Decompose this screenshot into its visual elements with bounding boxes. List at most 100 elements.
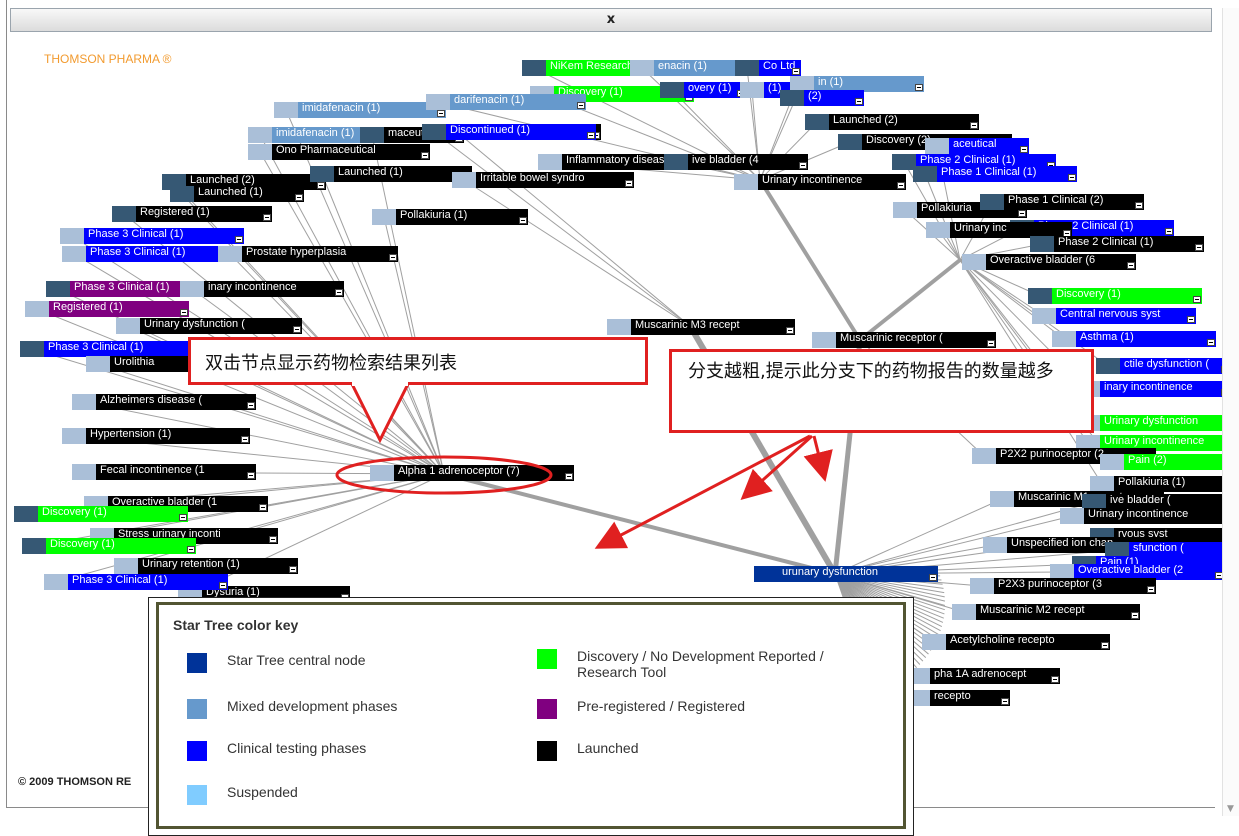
collapse-toggle-icon[interactable] xyxy=(1207,339,1215,346)
collapse-toggle-icon[interactable] xyxy=(241,436,249,443)
tree-node[interactable]: Urinary incontinence xyxy=(734,174,906,190)
collapse-toggle-icon[interactable] xyxy=(970,122,978,129)
tree-node[interactable]: inary incontinence xyxy=(180,281,344,297)
tree-node[interactable]: Acetylcholine recepto xyxy=(922,634,1110,650)
collapse-toggle-icon[interactable] xyxy=(929,574,937,581)
collapse-toggle-icon[interactable] xyxy=(577,102,585,109)
collapse-toggle-icon[interactable] xyxy=(786,327,794,334)
collapse-toggle-icon[interactable] xyxy=(1127,262,1135,269)
collapse-toggle-icon[interactable] xyxy=(1195,244,1203,251)
collapse-toggle-icon[interactable] xyxy=(1193,296,1201,303)
collapse-toggle-icon[interactable] xyxy=(915,84,923,91)
scroll-down-icon[interactable]: ▼ xyxy=(1227,804,1234,814)
collapse-toggle-icon[interactable] xyxy=(389,254,397,261)
collapse-toggle-icon[interactable] xyxy=(1131,612,1139,619)
collapse-toggle-icon[interactable] xyxy=(897,182,905,189)
collapse-toggle-icon[interactable] xyxy=(1101,642,1109,649)
tree-node[interactable]: Muscarinic M2 recept xyxy=(952,604,1140,620)
collapse-toggle-icon[interactable] xyxy=(179,514,187,521)
tree-node[interactable]: Central nervous syst xyxy=(1032,308,1196,324)
tree-node[interactable]: Muscarinic M3 recept xyxy=(607,319,795,335)
tree-node[interactable]: Discontinued (1) xyxy=(422,124,596,140)
collapse-toggle-icon[interactable] xyxy=(269,536,277,543)
tree-node[interactable]: ive bladder (4 xyxy=(664,154,808,170)
tree-node[interactable]: Alpha 1 adrenoceptor (7) xyxy=(370,465,574,481)
tree-node[interactable]: sfunction ( xyxy=(1105,542,1239,558)
tree-node[interactable]: Muscarinic receptor ( xyxy=(812,332,996,348)
tree-node[interactable]: Alzheimers disease ( xyxy=(72,394,256,410)
tree-node[interactable]: ive bladder ( xyxy=(1082,494,1236,510)
collapse-toggle-icon[interactable] xyxy=(1001,698,1009,705)
tree-node[interactable]: Urinary dysfunction xyxy=(1076,415,1239,431)
close-button[interactable]: x xyxy=(10,8,1212,32)
tree-node[interactable]: pha 1A adrenocept xyxy=(906,668,1060,684)
tree-node[interactable]: Ono Pharmaceutical xyxy=(248,144,430,160)
tree-node[interactable]: Hypertension (1) xyxy=(62,428,250,444)
collapse-toggle-icon[interactable] xyxy=(587,132,595,139)
collapse-toggle-icon[interactable] xyxy=(1187,316,1195,323)
tree-node[interactable]: Prostate hyperplasia xyxy=(218,246,398,262)
collapse-toggle-icon[interactable] xyxy=(219,582,227,589)
collapse-toggle-icon[interactable] xyxy=(180,309,188,316)
tree-node[interactable]: Registered (1) xyxy=(112,206,272,222)
tree-node[interactable]: Registered (1) xyxy=(25,301,189,317)
tree-node[interactable]: Launched (2) xyxy=(805,114,979,130)
collapse-toggle-icon[interactable] xyxy=(335,289,343,296)
collapse-toggle-icon[interactable] xyxy=(799,162,807,169)
collapse-toggle-icon[interactable] xyxy=(1018,210,1026,217)
collapse-toggle-icon[interactable] xyxy=(187,546,195,553)
collapse-toggle-icon[interactable] xyxy=(1051,676,1059,683)
collapse-toggle-icon[interactable] xyxy=(421,152,429,159)
collapse-toggle-icon[interactable] xyxy=(519,217,527,224)
tree-node[interactable]: darifenacin (1) xyxy=(426,94,586,110)
tree-node[interactable]: Pollakiuria (1) xyxy=(1090,476,1234,492)
collapse-toggle-icon[interactable] xyxy=(247,472,255,479)
collapse-toggle-icon[interactable] xyxy=(289,566,297,573)
tree-node[interactable]: Discovery (1) xyxy=(14,506,188,522)
tree-node[interactable]: overy (1) xyxy=(660,82,746,98)
collapse-toggle-icon[interactable] xyxy=(247,402,255,409)
tree-node[interactable]: Fecal incontinence (1 xyxy=(72,464,256,480)
tree-node[interactable]: Phase 1 Clinical (1) xyxy=(913,166,1077,182)
tree-node[interactable]: Overactive bladder (2 xyxy=(1050,564,1224,580)
tree-node[interactable]: Phase 3 Clinical (1) xyxy=(62,246,246,262)
collapse-toggle-icon[interactable] xyxy=(263,214,271,221)
tree-node[interactable]: Phase 1 Clinical (2) xyxy=(980,194,1144,210)
tree-node[interactable]: Urinary inc xyxy=(926,222,1072,238)
collapse-toggle-icon[interactable] xyxy=(235,236,243,243)
collapse-toggle-icon[interactable] xyxy=(565,473,573,480)
tree-node[interactable]: inary incontinence xyxy=(1076,381,1230,397)
tree-node[interactable]: Asthma (1) xyxy=(1052,331,1216,347)
collapse-toggle-icon[interactable] xyxy=(625,180,633,187)
central-node[interactable]: urunary dysfunction xyxy=(754,566,938,582)
tree-node[interactable]: Phase 3 Clinical (1) xyxy=(44,574,228,590)
tree-node[interactable]: Phase 3 Clinical (1) xyxy=(20,341,204,357)
vertical-scrollbar[interactable]: ▼ xyxy=(1222,8,1239,816)
collapse-toggle-icon[interactable] xyxy=(987,340,995,347)
tree-node[interactable]: Irritable bowel syndro xyxy=(452,172,634,188)
tree-node[interactable]: in (1) xyxy=(790,76,924,92)
tree-node[interactable]: aceutical xyxy=(925,138,1029,154)
collapse-toggle-icon[interactable] xyxy=(792,68,800,75)
tree-node[interactable]: Urinary incontinence xyxy=(1060,508,1234,524)
collapse-toggle-icon[interactable] xyxy=(295,194,303,201)
tree-node[interactable]: Urinary retention (1) xyxy=(114,558,298,574)
tree-node[interactable]: ctile dysfunction ( xyxy=(1096,358,1230,374)
collapse-toggle-icon[interactable] xyxy=(1165,228,1173,235)
tree-node[interactable]: Discovery (1) xyxy=(22,538,196,554)
tree-node[interactable]: (2) xyxy=(780,90,864,106)
tree-node[interactable]: Pain (2) xyxy=(1100,454,1234,470)
collapse-toggle-icon[interactable] xyxy=(1068,174,1076,181)
tree-node[interactable]: Overactive bladder (6 xyxy=(962,254,1136,270)
tree-node[interactable]: Phase 3 Clinical (1) xyxy=(60,228,244,244)
collapse-toggle-icon[interactable] xyxy=(437,110,445,117)
tree-node[interactable]: Discovery (1) xyxy=(1028,288,1202,304)
tree-node[interactable]: imidafenacin (1) xyxy=(274,102,446,118)
collapse-toggle-icon[interactable] xyxy=(1135,202,1143,209)
collapse-toggle-icon[interactable] xyxy=(1020,146,1028,153)
tree-node[interactable]: Pollakiuria (1) xyxy=(372,209,528,225)
collapse-toggle-icon[interactable] xyxy=(855,98,863,105)
collapse-toggle-icon[interactable] xyxy=(1147,586,1155,593)
tree-node[interactable]: Launched (1) xyxy=(170,186,304,202)
collapse-toggle-icon[interactable] xyxy=(317,182,325,189)
